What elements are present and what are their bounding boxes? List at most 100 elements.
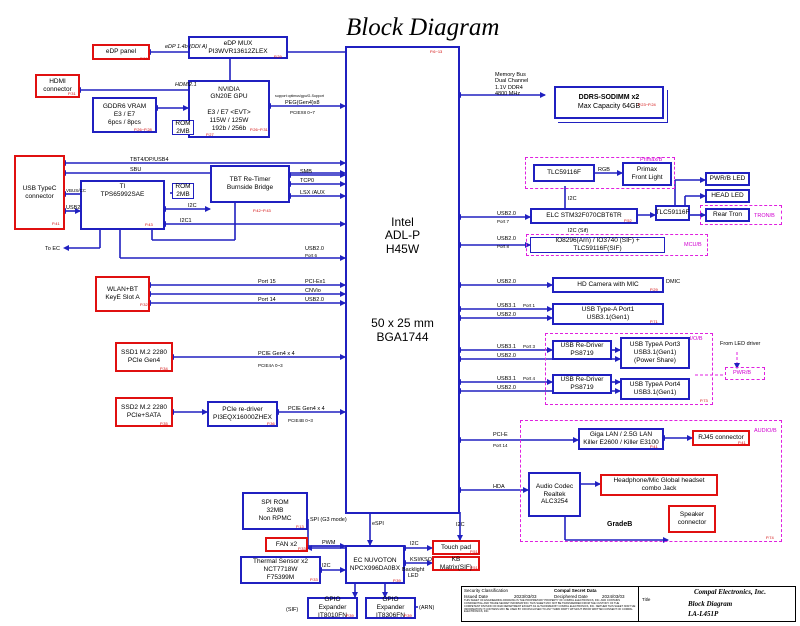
port1-label: Port 1 <box>523 303 536 308</box>
to-ec-label: To EC <box>45 246 60 252</box>
usb20-cam-label: USB2.0 <box>497 279 516 285</box>
port6-label: Port 6 <box>305 253 318 258</box>
pg-gpu: P.26~P.31 <box>250 127 268 132</box>
tbt-rom-block: ROM 2MB <box>172 183 194 199</box>
pg-kb: P.51 <box>470 565 478 570</box>
vbus-label: VBUS/CC <box>66 188 87 193</box>
i2c-tbt-label: I2C <box>188 203 197 209</box>
pg-elc: P.52 <box>624 218 632 223</box>
mcu-board-group <box>526 234 708 256</box>
port3-label: Port 3 <box>523 344 536 349</box>
secret-label: Compal Secret Data <box>554 588 597 593</box>
ddr-capacity: Max Capacity 64GB <box>577 102 641 110</box>
pg-ssd1: P.34 <box>160 366 168 371</box>
pg-hdmi: P.31 <box>68 91 76 96</box>
head-led-block: HEAD LED <box>705 189 750 203</box>
port14-label: Port 14 <box>258 297 276 303</box>
edp-mux-block: eDP MUX PI3WVR13612ZLEX <box>188 36 288 59</box>
ddr-title: DDRS-SODIMM x2 <box>578 94 640 102</box>
fan-block: FAN x2 <box>265 537 308 552</box>
tbt4-label: TBT4/DP/USB4 <box>130 157 169 163</box>
usb20-p7-label: USB2.0 <box>497 211 516 217</box>
pg-usbc: P.41 <box>52 221 60 226</box>
usb-typec-connector-block: USB TypeC connector <box>14 155 65 230</box>
i2c-elc-label: I2C <box>568 196 577 202</box>
pg-gpio1: P.39 <box>346 613 354 618</box>
usb-typea-port1-block: USB Type-A Port1 USB3.1(Gen1) <box>552 303 664 325</box>
usb-redriver-1-block: USB Re-Driver PS8719 <box>552 340 612 360</box>
pg-rj: P.41 <box>738 440 746 445</box>
usb20-p4-label: USB2.0 <box>497 385 516 391</box>
edp-link-label: eDP 1.4b (DDI A) <box>165 44 208 50</box>
pg-redriver: P.36 <box>267 421 275 426</box>
pwr-board-group <box>725 367 765 380</box>
pg-lan: P.41 <box>650 444 658 449</box>
spi-rom-block: SPI ROM 32MB Non RPMC <box>242 492 308 530</box>
tlc59116f-rear-block: TLC59116F <box>655 205 690 221</box>
pg-ec: P.39 <box>393 578 401 583</box>
pg-vram: P.26~P.28 <box>134 127 152 132</box>
tbt-retimer-block: TBT Re-Timer Burnside Bridge <box>210 165 290 203</box>
usb31-p4-label: USB3.1 <box>497 376 516 382</box>
lsx-label: LSX /AUX <box>300 190 325 196</box>
spi-label: SPI (G3 mode) <box>310 517 347 523</box>
memory-bus-label: Memory Bus Dual Channel 1.1V DDR4 4800 M… <box>495 72 529 97</box>
cpu-family: ADL-P <box>384 228 421 243</box>
pg-gpio2: P.39 <box>404 613 412 618</box>
pcie-x1-label: PCI-Ex1 <box>305 279 326 285</box>
audio-board-group <box>520 420 782 542</box>
usb-redriver-2-block: USB Re-Driver PS8719 <box>552 374 612 394</box>
espi-label: eSPI <box>372 521 384 527</box>
usb-typea-port4-block: USB TypeA Port4 USB3.1(Gen1) <box>620 378 690 400</box>
ksi-kso-label: KSI/KSO <box>410 557 433 563</box>
elc-block: ELC STM32F070CBT6TR <box>530 208 638 224</box>
pcie-x8-label: PCIEX8 0~7 <box>290 110 315 115</box>
pg-ddr: P.23~P.24 <box>638 102 656 107</box>
support-label: support optimus/gpu/G-Support <box>275 94 324 98</box>
pcie-redriver-block: PCIe re-driver PI3EQX16000ZHEX <box>207 401 278 427</box>
primax-front-light-block: Primax Front Light <box>622 162 672 186</box>
pg-cam: P.29 <box>650 287 658 292</box>
thermal-sensor-block: Thermal Sensor x2 NCT7718W F75399M <box>240 556 321 584</box>
pg-audio: P.74 <box>766 535 774 540</box>
ec-block: EC NUVOTON NPCX996DA0BX <box>345 545 405 584</box>
pg-ti: P.43 <box>145 222 153 227</box>
usb20-label: USB2.0 <box>305 297 324 303</box>
arn-label: (ARN) <box>419 605 435 611</box>
company-name: Compal Electronics, Inc. <box>694 588 766 596</box>
usb31-p1-label: USB3.1 <box>497 303 516 309</box>
cnvi-label: CNVio <box>305 288 321 294</box>
deciphered-date: 2024/03/03 <box>602 594 625 599</box>
io-board-label: I/O/B <box>690 336 703 342</box>
tcp-label: TCP0 <box>300 178 315 184</box>
i2c-sif-label: I2C (Sif) <box>568 228 589 234</box>
usb31-p3-label: USB3.1 <box>497 344 516 350</box>
ssd1-block: SSD1 M.2 2280 PCIe Gen4 <box>115 342 173 372</box>
pwr-board-label: PWR/B <box>733 370 752 376</box>
pg-wlan: P.32 <box>140 302 148 307</box>
deciphered-label: Deciphered Date <box>554 594 588 599</box>
io-board-group <box>545 333 713 405</box>
cpu-block: Intel ADL-P H45W 50 x 25 mm BGA1744 <box>345 46 460 514</box>
dmic-label: DMIC <box>666 279 681 285</box>
pcie4x4b-label: PCIE Gen4 x 4 <box>288 406 325 412</box>
port14-lan-label: Port 14 <box>493 443 508 448</box>
peg-label: PEG(Gen4)x8 <box>285 100 320 106</box>
gpio-expander-1-block: GPIO Expander IT8010FN <box>307 596 358 619</box>
i2c-thermal-label: I2C <box>322 563 331 569</box>
rj45-block: RJ45 connector <box>692 430 750 446</box>
mcu-board-label: MCU/B <box>684 242 702 248</box>
io8296-block: IO8296(Arn) / IO3740 (SIF) + TLC59116F(S… <box>530 237 665 253</box>
ddr-sodimm-block: DDRS-SODIMM x2 Max Capacity 64GB <box>554 86 664 119</box>
audio-board-label: AUDIO/B <box>754 428 777 434</box>
rear-tron-block: Rear Tron <box>705 208 750 222</box>
usb2-label: USB2 <box>66 205 81 211</box>
pcie-lan-label: PCI-E <box>493 432 508 438</box>
i2c-tp-label: I2C <box>410 541 419 547</box>
pg-thermal: P.33 <box>310 577 318 582</box>
edp-panel-block: eDP panel <box>92 44 150 60</box>
pwr-led-block: PWR/B LED <box>705 172 750 186</box>
smb-label: SMB <box>300 169 312 175</box>
gpu-rom-block: ROM 2MB <box>172 120 194 135</box>
touchpad-block: Touch pad <box>432 540 480 555</box>
